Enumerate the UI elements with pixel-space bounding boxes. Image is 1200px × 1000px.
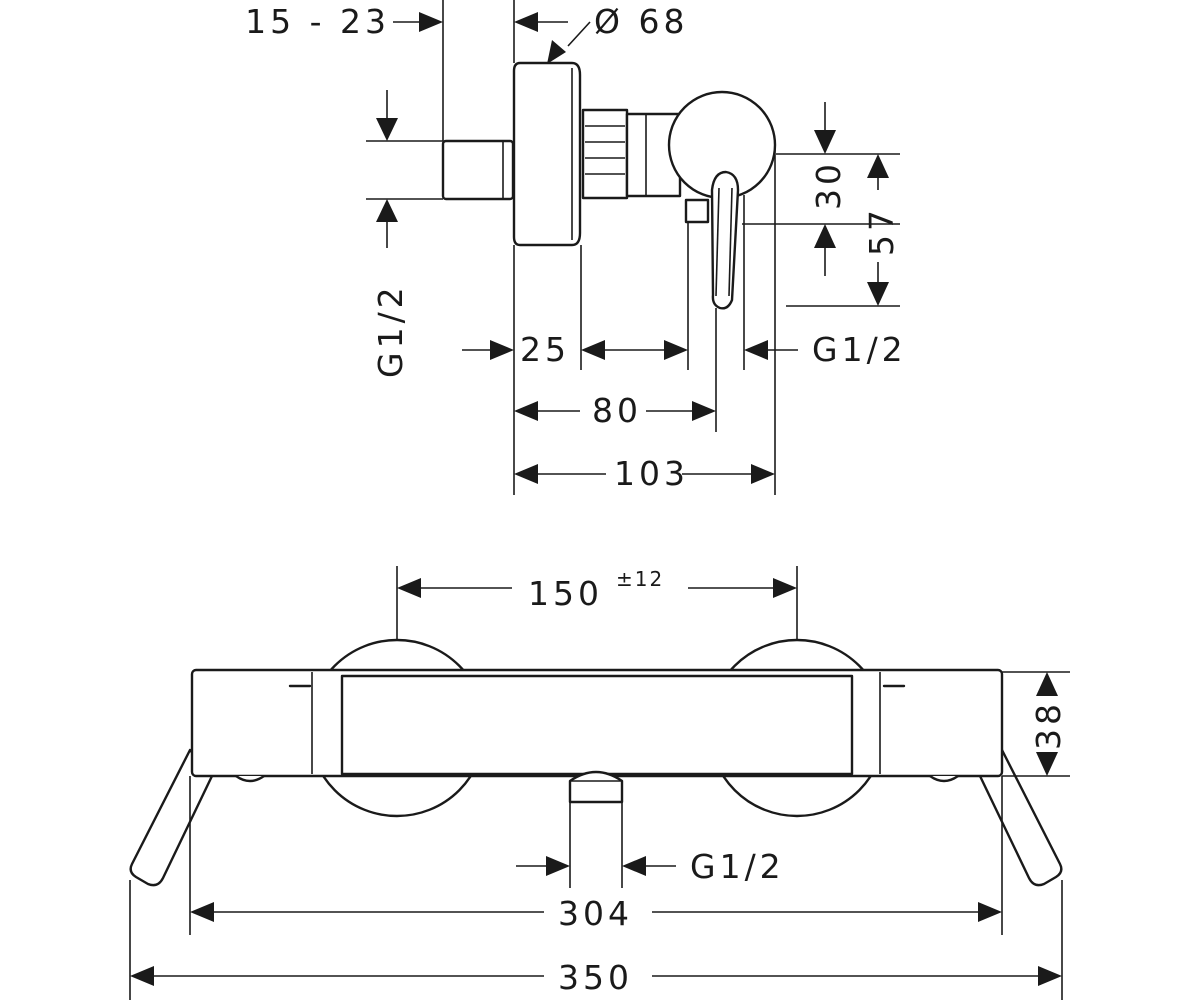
dim-length-304-label: 304	[558, 894, 633, 933]
dim-centres: 150 ±12	[397, 567, 797, 613]
connector-nut	[581, 108, 629, 200]
dim-thread-outlet: G1/2	[516, 847, 785, 886]
dim-thread-outlet-label: G1/2	[690, 847, 785, 886]
dim-escutcheon-diameter: Ø 68	[514, 2, 688, 64]
dim-inlet-depth: 15 - 23	[245, 2, 443, 41]
dim-thread-left: G1/2	[371, 90, 410, 378]
dim-height-38-label: 38	[1029, 700, 1068, 750]
dim-escutcheon-diameter-label: Ø 68	[594, 2, 688, 41]
lever-right	[978, 748, 1063, 887]
dim-length-350-label: 350	[558, 958, 633, 997]
dim-depth-103-label: 103	[614, 454, 689, 493]
dim-height-38: 38	[1029, 672, 1068, 776]
dim-centres-label: 150	[528, 574, 603, 613]
dim-centres-tolerance: ±12	[616, 567, 664, 591]
lever-left	[129, 748, 214, 887]
dim-thread-right-label: G1/2	[812, 330, 907, 369]
dim-thread-left-label: G1/2	[371, 283, 410, 378]
dim-height-57-label: 57	[862, 206, 901, 256]
dim-length-350: 350	[130, 958, 1062, 997]
dim-thread-right: G1/2	[744, 330, 907, 369]
dim-depth-103: 103	[514, 454, 775, 493]
front-view: 150 ±12 38 G1/2 304	[129, 566, 1070, 1000]
dim-height-30: 30	[809, 102, 848, 276]
dim-inlet-depth-label: 15 - 23	[245, 2, 390, 41]
escutcheon-body	[512, 61, 582, 247]
side-view: 15 - 23 Ø 68 G1/2 25	[245, 0, 907, 495]
dim-depth-25-label: 25	[520, 330, 570, 369]
dim-depth-80: 80	[514, 391, 716, 430]
dim-height-30-label: 30	[809, 160, 848, 210]
dim-depth-25: 25	[462, 330, 688, 369]
dim-height-57: 57	[862, 154, 901, 306]
outlet-nipple	[568, 770, 624, 804]
dim-length-304: 304	[190, 894, 1002, 933]
valve-body	[625, 112, 682, 198]
dim-depth-80-label: 80	[592, 391, 642, 430]
